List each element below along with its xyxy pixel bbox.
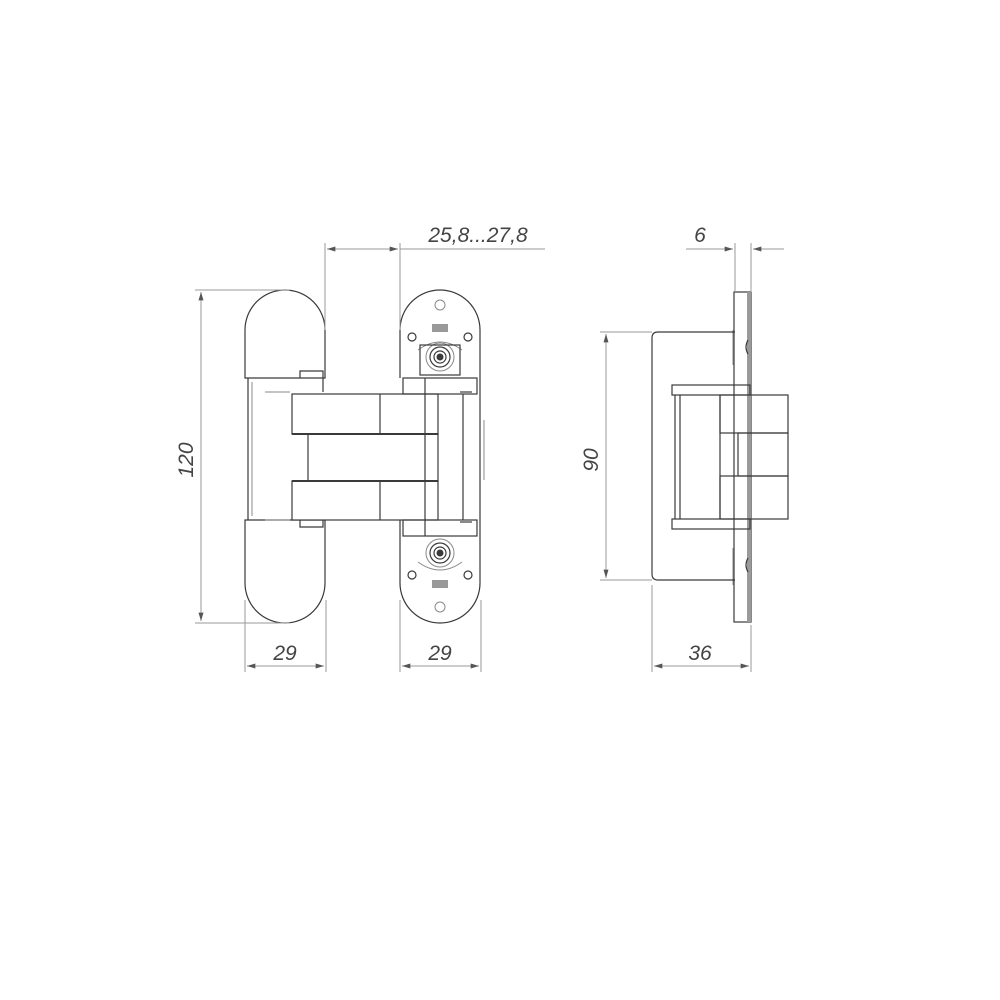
bottom-adjuster [407,538,473,613]
front-view: 120 29 29 25,8...27,8 [175,224,545,672]
side-view: 90 6 36 [580,224,789,672]
dimension-right-leaf-width: 29 [399,600,482,672]
hinge-body [291,393,439,521]
dim-label-6: 6 [694,224,706,247]
dim-label-29-left: 29 [272,642,297,665]
adjust-screw-icon [436,549,444,557]
dimension-plate-thickness: 6 [686,224,784,292]
dimension-overall-height: 120 [175,289,290,624]
dim-label-120: 120 [175,442,198,477]
dimension-left-leaf-width: 29 [244,600,327,672]
dim-label-36: 36 [688,642,712,665]
left-leaf [244,289,326,624]
adjust-screw-icon [436,353,444,361]
top-adjuster [407,299,473,376]
dim-label-90: 90 [580,448,603,472]
right-leaf [399,289,485,624]
dimension-gap-range: 25,8...27,8 [324,224,545,330]
adjust-marker-icon [432,580,448,588]
dimension-side-depth: 36 [651,585,752,672]
dim-label-29-right: 29 [427,642,452,665]
adjust-marker-icon [432,324,448,332]
dimension-side-height: 90 [580,331,652,581]
dim-label-gap-range: 25,8...27,8 [427,224,528,247]
